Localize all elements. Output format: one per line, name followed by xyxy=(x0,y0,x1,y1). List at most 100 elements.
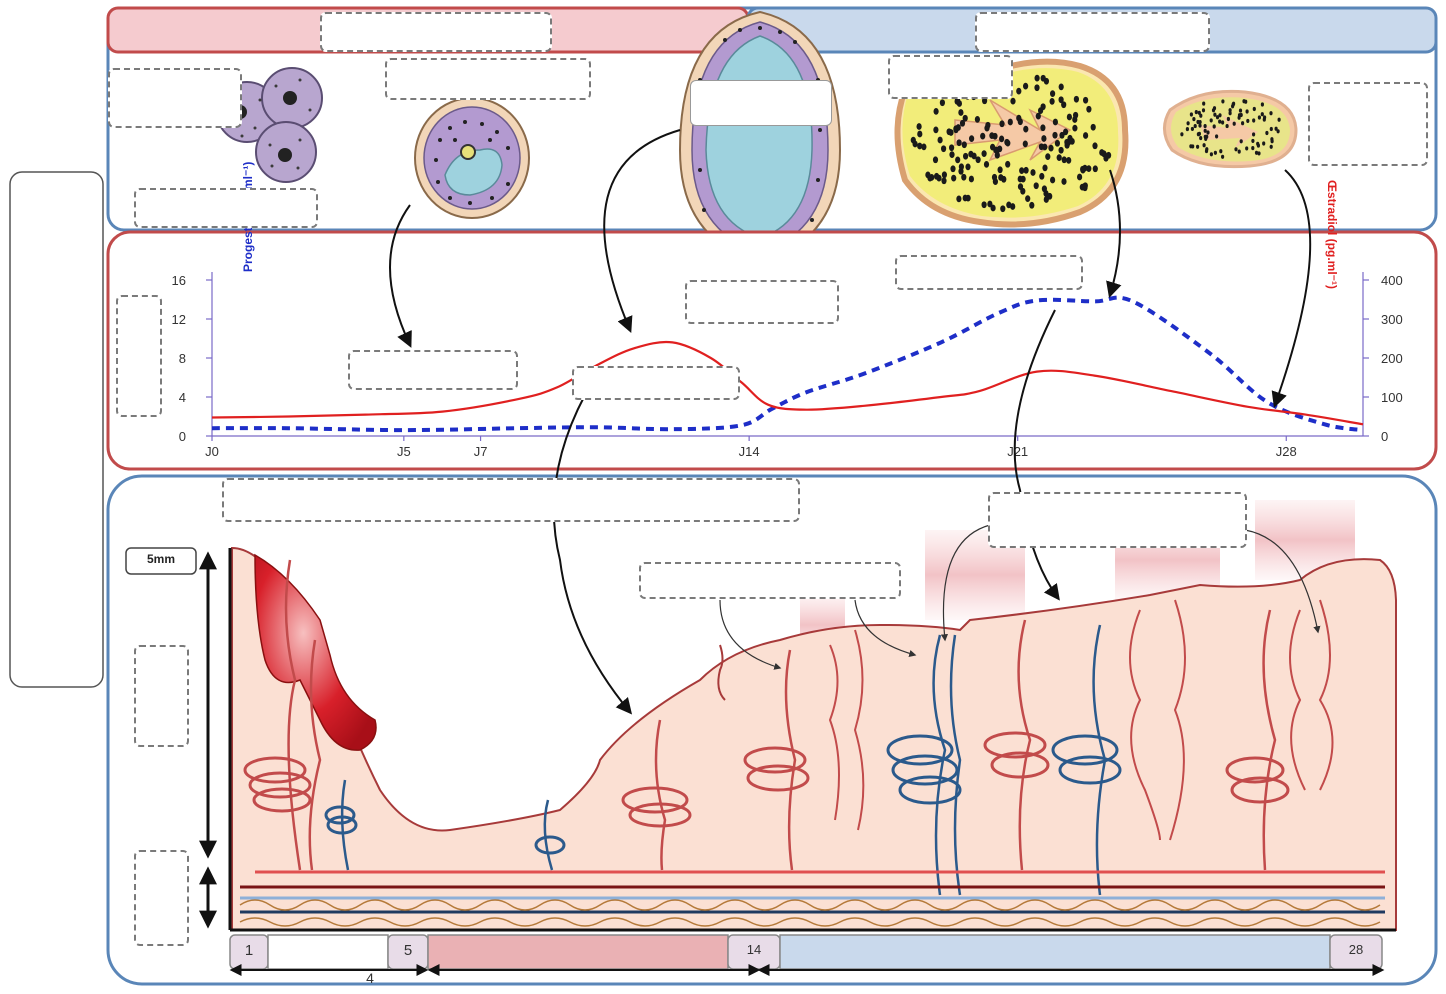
cell-dot xyxy=(1270,137,1273,141)
cell-dot xyxy=(1052,132,1057,139)
cell-dot xyxy=(1270,127,1273,131)
cell-dot xyxy=(942,171,947,178)
label-box-cavitary-follicle[interactable] xyxy=(385,58,591,100)
cell-dot xyxy=(1023,126,1028,133)
cell-dot xyxy=(941,177,946,184)
cell-dot xyxy=(1194,124,1197,128)
cell-dot xyxy=(951,175,956,182)
cell-dot xyxy=(1204,124,1207,128)
cell-dot xyxy=(1187,121,1190,125)
label-box-corpus-luteum[interactable] xyxy=(888,55,1013,99)
left-tick-label: 0 xyxy=(179,429,186,444)
cell-dot xyxy=(1196,145,1199,149)
label-box-primordial-follicle-2[interactable] xyxy=(134,188,318,228)
cell-dot xyxy=(998,166,1003,173)
cell-dot xyxy=(1213,113,1216,117)
cell-dot xyxy=(950,165,955,172)
label-box-corpus-albicans[interactable] xyxy=(1308,82,1428,166)
label-box-functional-layer[interactable] xyxy=(134,645,189,747)
cell-dot xyxy=(1212,108,1215,112)
cell-dot xyxy=(1053,119,1058,126)
cell-dot xyxy=(1016,115,1021,122)
cell-dot xyxy=(990,144,995,151)
label-box-primordial-follicle[interactable] xyxy=(108,68,242,128)
label-box-curve-1[interactable] xyxy=(348,350,518,390)
cell-dot xyxy=(933,127,938,134)
cell-dot xyxy=(1199,114,1202,118)
cell-dot xyxy=(1045,153,1050,160)
cell-dot xyxy=(956,196,961,203)
cell-dot xyxy=(940,99,945,106)
cell-dot xyxy=(1042,185,1047,192)
cell-dot xyxy=(989,132,994,139)
left-tick-label: 12 xyxy=(172,312,186,327)
cell-dot xyxy=(1018,176,1023,183)
cell-dot xyxy=(998,174,1003,181)
cell-dot xyxy=(993,178,998,185)
x-tick-label: J21 xyxy=(1007,444,1028,459)
cell-dot xyxy=(1039,173,1044,180)
cell-dot xyxy=(1263,118,1266,122)
label-box-curve-3[interactable] xyxy=(685,280,839,324)
cell-dot xyxy=(1270,145,1273,149)
cell-dot xyxy=(1010,98,1015,105)
cell-dot xyxy=(1221,99,1224,103)
right-tick-label: 300 xyxy=(1381,312,1403,327)
cell-dot xyxy=(1206,130,1209,134)
label-box-mature-follicle[interactable] xyxy=(690,80,832,126)
right-tick-label: 200 xyxy=(1381,351,1403,366)
timeline-span-4: 4 xyxy=(350,970,390,986)
cell-dot xyxy=(955,98,960,105)
timeline-day-5: 5 xyxy=(388,942,428,959)
cell-dot xyxy=(960,120,965,127)
cell-dot xyxy=(1204,129,1207,133)
label-box-phase-1[interactable] xyxy=(320,12,552,52)
cell-dot xyxy=(1216,115,1219,119)
cell-dot xyxy=(1030,169,1035,176)
cell-dot xyxy=(1050,177,1055,184)
cell-dot xyxy=(1213,124,1216,128)
cell-dot xyxy=(959,163,964,170)
cell-dot xyxy=(1277,129,1280,133)
label-box-curve-4[interactable] xyxy=(895,255,1083,290)
cell-dot xyxy=(1261,112,1264,116)
label-box-hormone-axis[interactable] xyxy=(116,295,162,417)
label-box-glands[interactable] xyxy=(639,562,901,599)
timeline-day-14: 14 xyxy=(728,942,780,957)
cell-dot xyxy=(1241,121,1244,125)
cell-dot xyxy=(1246,119,1249,123)
cell-dot xyxy=(1232,102,1235,106)
cell-dot xyxy=(1093,165,1098,172)
label-box-basal-layer[interactable] xyxy=(134,850,189,946)
corpus-albicans-icon xyxy=(1164,91,1296,166)
cell-dot xyxy=(1186,127,1189,131)
cell-dot xyxy=(1258,115,1261,119)
cell-dot xyxy=(1077,174,1082,181)
cell-dot xyxy=(1050,90,1055,97)
cell-dot xyxy=(1198,132,1201,136)
cell-dot xyxy=(999,136,1004,143)
label-box-proliferative[interactable] xyxy=(222,478,800,522)
cell-dot xyxy=(1041,75,1046,82)
cell-dot xyxy=(1020,188,1025,195)
label-box-curve-2[interactable] xyxy=(572,366,740,400)
cell-dot xyxy=(1034,182,1039,189)
cell-dot xyxy=(917,131,922,138)
cell-dot xyxy=(927,175,932,182)
cell-dot xyxy=(1192,117,1195,121)
cell-dot xyxy=(995,147,1000,154)
cell-dot xyxy=(1106,152,1111,159)
cell-dot xyxy=(1055,140,1060,147)
cell-dot xyxy=(1246,109,1249,113)
cell-dot xyxy=(956,124,961,131)
label-box-secretory[interactable] xyxy=(988,492,1247,548)
cell-dot xyxy=(1040,124,1045,131)
cell-dot xyxy=(1239,109,1242,113)
right-tick-label: 100 xyxy=(1381,390,1403,405)
cell-dot xyxy=(1252,132,1255,136)
cell-dot xyxy=(1073,112,1078,119)
cell-dot xyxy=(1191,144,1194,148)
cell-dot xyxy=(1278,118,1281,122)
label-box-phase-2[interactable] xyxy=(975,12,1210,52)
cell-dot xyxy=(1229,108,1232,112)
